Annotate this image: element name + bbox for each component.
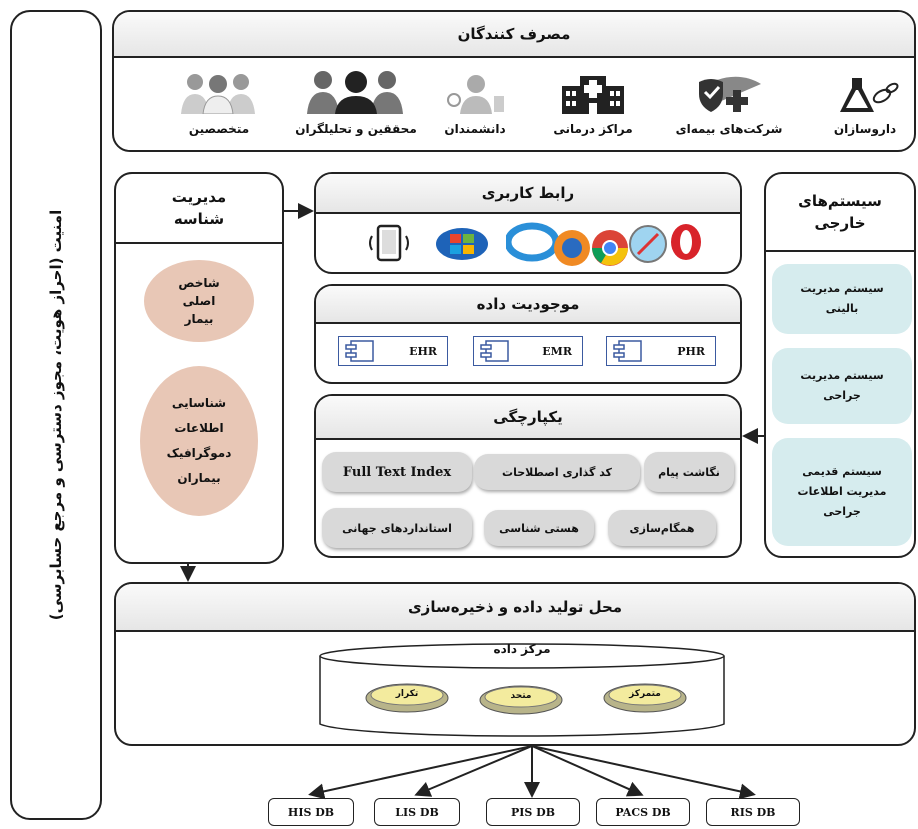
mobile-device-icon — [360, 224, 418, 266]
storage-panel: محل تولید داده و ذخیره‌سازی مرکز داده تک… — [114, 582, 916, 746]
consumer-insurers: شرکت‌های بیمه‌ای — [674, 70, 784, 136]
ontology: هستی شناسی — [484, 510, 594, 546]
repo-label: EMR — [542, 344, 572, 358]
storage-title: محل تولید داده و ذخیره‌سازی — [116, 584, 914, 632]
data-entity-title: موجودیت داده — [316, 286, 740, 324]
repo-ehr: EHR — [338, 336, 448, 366]
db-pacs: PACS DB — [596, 798, 690, 826]
disk-federated: متحد — [478, 682, 564, 716]
scientist-icon — [420, 70, 530, 114]
arrow-to-his — [308, 745, 533, 800]
pharmacy-flask-pills-icon — [810, 70, 918, 114]
consumers-title: مصرف کنندگان — [114, 12, 914, 58]
consumer-scientists: دانشمندان — [420, 70, 530, 136]
component-icon — [480, 340, 509, 362]
consumer-label: دانشمندان — [444, 122, 506, 136]
datacenter-label: مرکز داده — [493, 642, 551, 656]
disk-label: متمرکز — [629, 689, 661, 699]
consumer-specialists: متخصصین — [164, 70, 274, 136]
surgical-management-system: سیستم مدیریت جراحی — [772, 348, 912, 424]
consumers-panel: مصرف کنندگان داروسازان شرکت‌های بیمه‌ای — [112, 10, 916, 152]
consumer-medical-centers: مراکز درمانی — [538, 70, 648, 136]
researchers-group-icon — [286, 70, 426, 114]
disk-replication: تکرار — [364, 680, 450, 714]
repo-label: EHR — [409, 344, 437, 358]
browser-logos-icon — [504, 218, 706, 272]
global-standards: استانداردهای جهانی — [322, 508, 472, 548]
repo-label: PHR — [677, 344, 705, 358]
arrow-to-ris — [531, 745, 756, 800]
consumer-label: محققین و تحلیلگران — [295, 122, 417, 136]
user-interface-panel: رابط کاربری — [314, 172, 742, 274]
db-his: HIS DB — [268, 798, 354, 826]
synchronization: همگام‌سازی — [608, 510, 716, 546]
hospital-building-icon — [538, 70, 648, 114]
full-text-index: Full Text Index — [322, 452, 472, 492]
integration-panel: یکپارچگی Full Text Index کد گذاری اصطلاح… — [314, 394, 742, 558]
arrow-to-pacs — [531, 745, 644, 797]
db-ris: RIS DB — [706, 798, 800, 826]
terminology-coding: کد گذاری اصطلاحات — [474, 454, 640, 490]
external-title: سیستم‌های خارجی — [766, 174, 914, 252]
external-systems-panel: سیستم‌های خارجی سیستم مدیریت بالینی سیست… — [764, 172, 916, 558]
doctors-group-icon — [164, 70, 274, 114]
arrow-to-lis — [414, 745, 533, 797]
identity-title: مدیریت شناسه — [116, 174, 282, 244]
db-pis: PIS DB — [486, 798, 580, 826]
disk-label: متحد — [510, 691, 532, 701]
consumer-researchers: محققین و تحلیلگران — [286, 70, 426, 136]
data-entity-panel: موجودیت داده EHR EMR PHR — [314, 284, 742, 384]
windows-logo-icon — [434, 226, 490, 266]
demographic-identification-oval: شناسایی اطلاعات دموگرافیک بیماران — [140, 366, 258, 516]
repo-emr: EMR — [473, 336, 583, 366]
consumer-label: مراکز درمانی — [553, 122, 633, 136]
clinical-management-system: سیستم مدیریت بالینی — [772, 264, 912, 334]
consumer-label: شرکت‌های بیمه‌ای — [675, 122, 783, 136]
component-icon — [613, 340, 642, 362]
disk-centralized: متمرکز — [602, 680, 688, 714]
identity-management-panel: مدیریت شناسه شاخص اصلی بیمار شناسایی اطل… — [114, 172, 284, 564]
db-lis: LIS DB — [374, 798, 460, 826]
consumer-pharmacists: داروسازان — [810, 70, 918, 136]
integration-title: یکپارچگی — [316, 396, 740, 440]
legacy-surgical-info-system: سیستم قدیمی مدیریت اطلاعات جراحی — [772, 438, 912, 546]
disk-label: تکرار — [395, 689, 419, 699]
ui-title: رابط کاربری — [316, 174, 740, 214]
component-icon — [345, 340, 374, 362]
insurance-shield-umbrella-icon — [674, 70, 784, 114]
consumer-label: داروسازان — [833, 122, 897, 136]
repo-phr: PHR — [606, 336, 716, 366]
consumer-label: متخصصین — [188, 122, 250, 136]
master-patient-index-oval: شاخص اصلی بیمار — [144, 260, 254, 342]
message-mapping: نگاشت پیام — [644, 452, 734, 492]
security-sidebar: امنیت (احراز هویت، مجوز دسترسی و مرجع حس… — [10, 10, 102, 820]
